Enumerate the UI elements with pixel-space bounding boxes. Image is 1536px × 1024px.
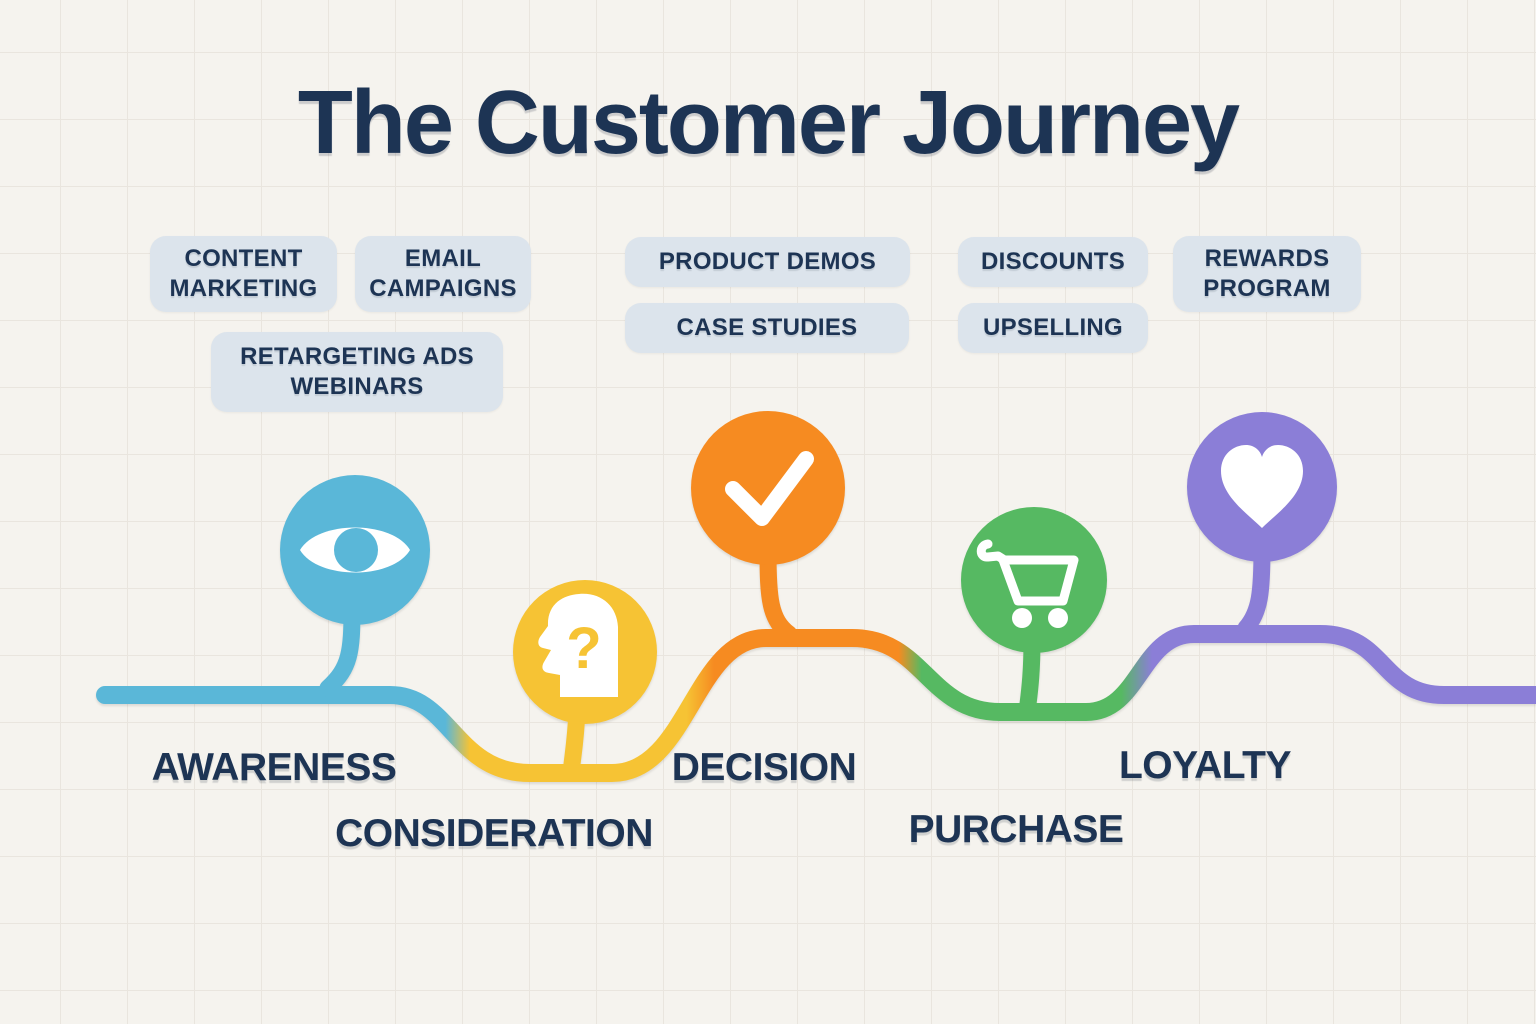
pill-line: CASE STUDIES [676,313,858,341]
pill-line: PRODUCT DEMOS [658,247,877,275]
stage-label-consideration: CONSIDERATION [335,812,653,855]
tactic-pill-retargeting-ads-webinars: RETARGETING ADS WEBINARS [211,332,503,412]
pill-line: EMAIL [404,244,482,272]
eye-icon [300,527,410,573]
pill-line: UPSELLING [982,313,1124,341]
pill-line: MARKETING [169,275,318,302]
pill-line: CONTENT [184,244,303,272]
journey-line [96,625,1536,782]
tactic-pill-rewards-program: REWARDS PROGRAM [1173,236,1361,312]
pill-line: PROGRAM [1203,275,1331,302]
decision-stem [759,543,798,643]
pill-line: CAMPAIGNS [369,275,517,302]
pill-line: DISCOUNTS [980,247,1126,275]
stage-circle-purchase [961,507,1107,653]
stage-label-decision: DECISION [671,746,857,789]
tactic-pill-product-demos: PRODUCT DEMOS [625,237,910,287]
pill-line: WEBINARS [290,373,424,400]
pill-line: RETARGETING ADS [240,342,474,370]
stage-label-purchase: PURCHASE [908,808,1124,851]
tactic-pill-email-campaigns: EMAIL CAMPAIGNS [355,236,531,312]
page-title: The Customer Journey [297,73,1240,173]
heart-icon [1221,445,1303,528]
svg-text:?: ? [566,616,601,681]
checkmark-icon [725,451,814,526]
tactic-pill-upselling: UPSELLING [958,303,1148,353]
stage-label-awareness: AWARENESS [151,746,397,789]
stage-circle-decision [691,411,845,565]
tactic-pill-content-marketing: CONTENT MARKETING [150,236,337,312]
thinking-head-icon: ? [538,593,618,697]
tactic-pill-case-studies: CASE STUDIES [625,303,909,353]
stage-label-loyalty: LOYALTY [1118,744,1292,787]
tactic-pill-discounts: DISCOUNTS [958,237,1148,287]
shopping-cart-icon [976,539,1079,628]
pill-line: REWARDS [1204,244,1330,272]
